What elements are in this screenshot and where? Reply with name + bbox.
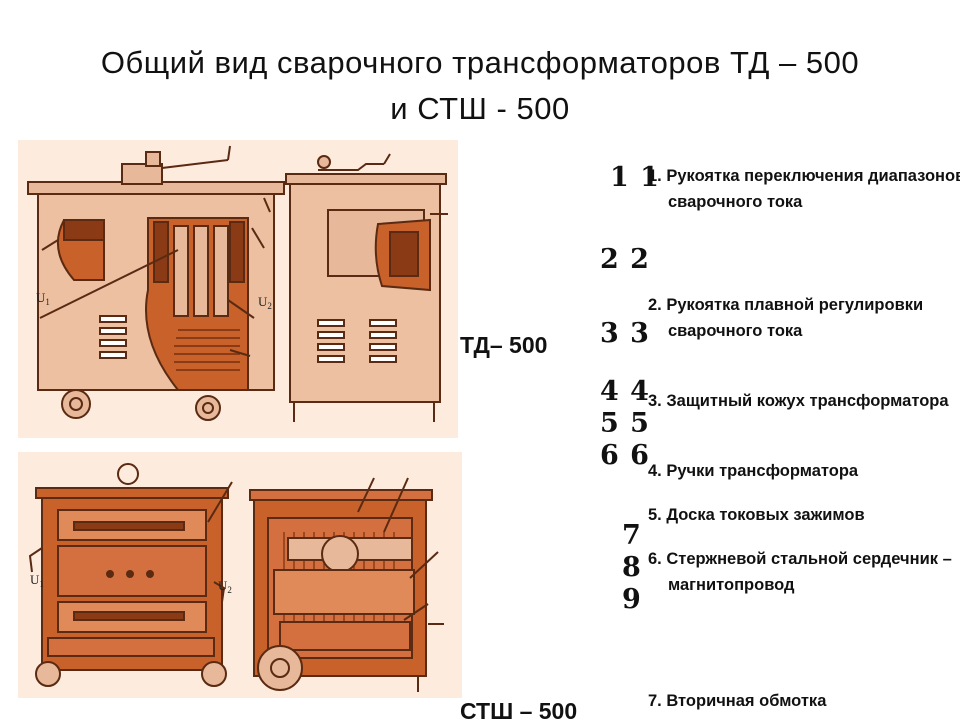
title-line-2: и СТШ - 500	[390, 91, 570, 126]
numeral-3: 3 3	[600, 318, 650, 349]
stsh500-illustration: U1 U2	[18, 452, 462, 698]
legend-item-5: 5. Доска токовых зажимов	[648, 506, 865, 524]
numeral-7: 7	[622, 520, 642, 551]
legend-item-7: 7. Вторичная обмотка	[648, 692, 827, 710]
numeral-2: 2 2	[600, 244, 650, 275]
legend-item-3: 3. Защитный кожух трансформатора	[648, 392, 949, 410]
numeral-1: 1 1	[610, 162, 660, 193]
legend-item-6: 6. Стержневой стальной сердечник – магни…	[648, 550, 952, 594]
td500-u2-label: U2	[258, 294, 272, 311]
stsh500-side-view	[249, 477, 444, 692]
td500-illustration: U1 U2	[18, 140, 458, 438]
slide-title: Общий вид сварочного трансформаторов ТД …	[0, 40, 960, 132]
numeral-5: 5 5	[600, 408, 650, 439]
td500-u1-label: U1	[36, 290, 50, 307]
stsh500-drawing: U1 U2	[28, 463, 444, 692]
stsh500-u2-label: U2	[218, 578, 232, 595]
stsh500-u1-label: U1	[30, 572, 44, 589]
stsh500-model-label: СТШ – 500	[460, 698, 578, 724]
legend-item-4: 4. Ручки трансформатора	[648, 462, 859, 480]
td500-front-view	[27, 145, 285, 421]
stsh500-front-view	[28, 463, 233, 687]
td500-drawing: U1 U2	[27, 145, 448, 422]
numeral-6: 6 6	[600, 440, 650, 471]
numeral-4: 4 4	[600, 376, 650, 407]
numeral-8: 8	[622, 552, 642, 583]
td500-model-label: ТД– 500	[460, 332, 548, 358]
legend-item-2: 2. Рукоятка плавной регулировки сварочно…	[648, 296, 924, 340]
legend-item-1: 1. Рукоятка переключения диапазонов свар…	[648, 167, 960, 211]
numeral-9: 9	[622, 584, 642, 615]
title-line-1: Общий вид сварочного трансформаторов ТД …	[100, 45, 860, 80]
td500-side-view	[285, 153, 448, 422]
